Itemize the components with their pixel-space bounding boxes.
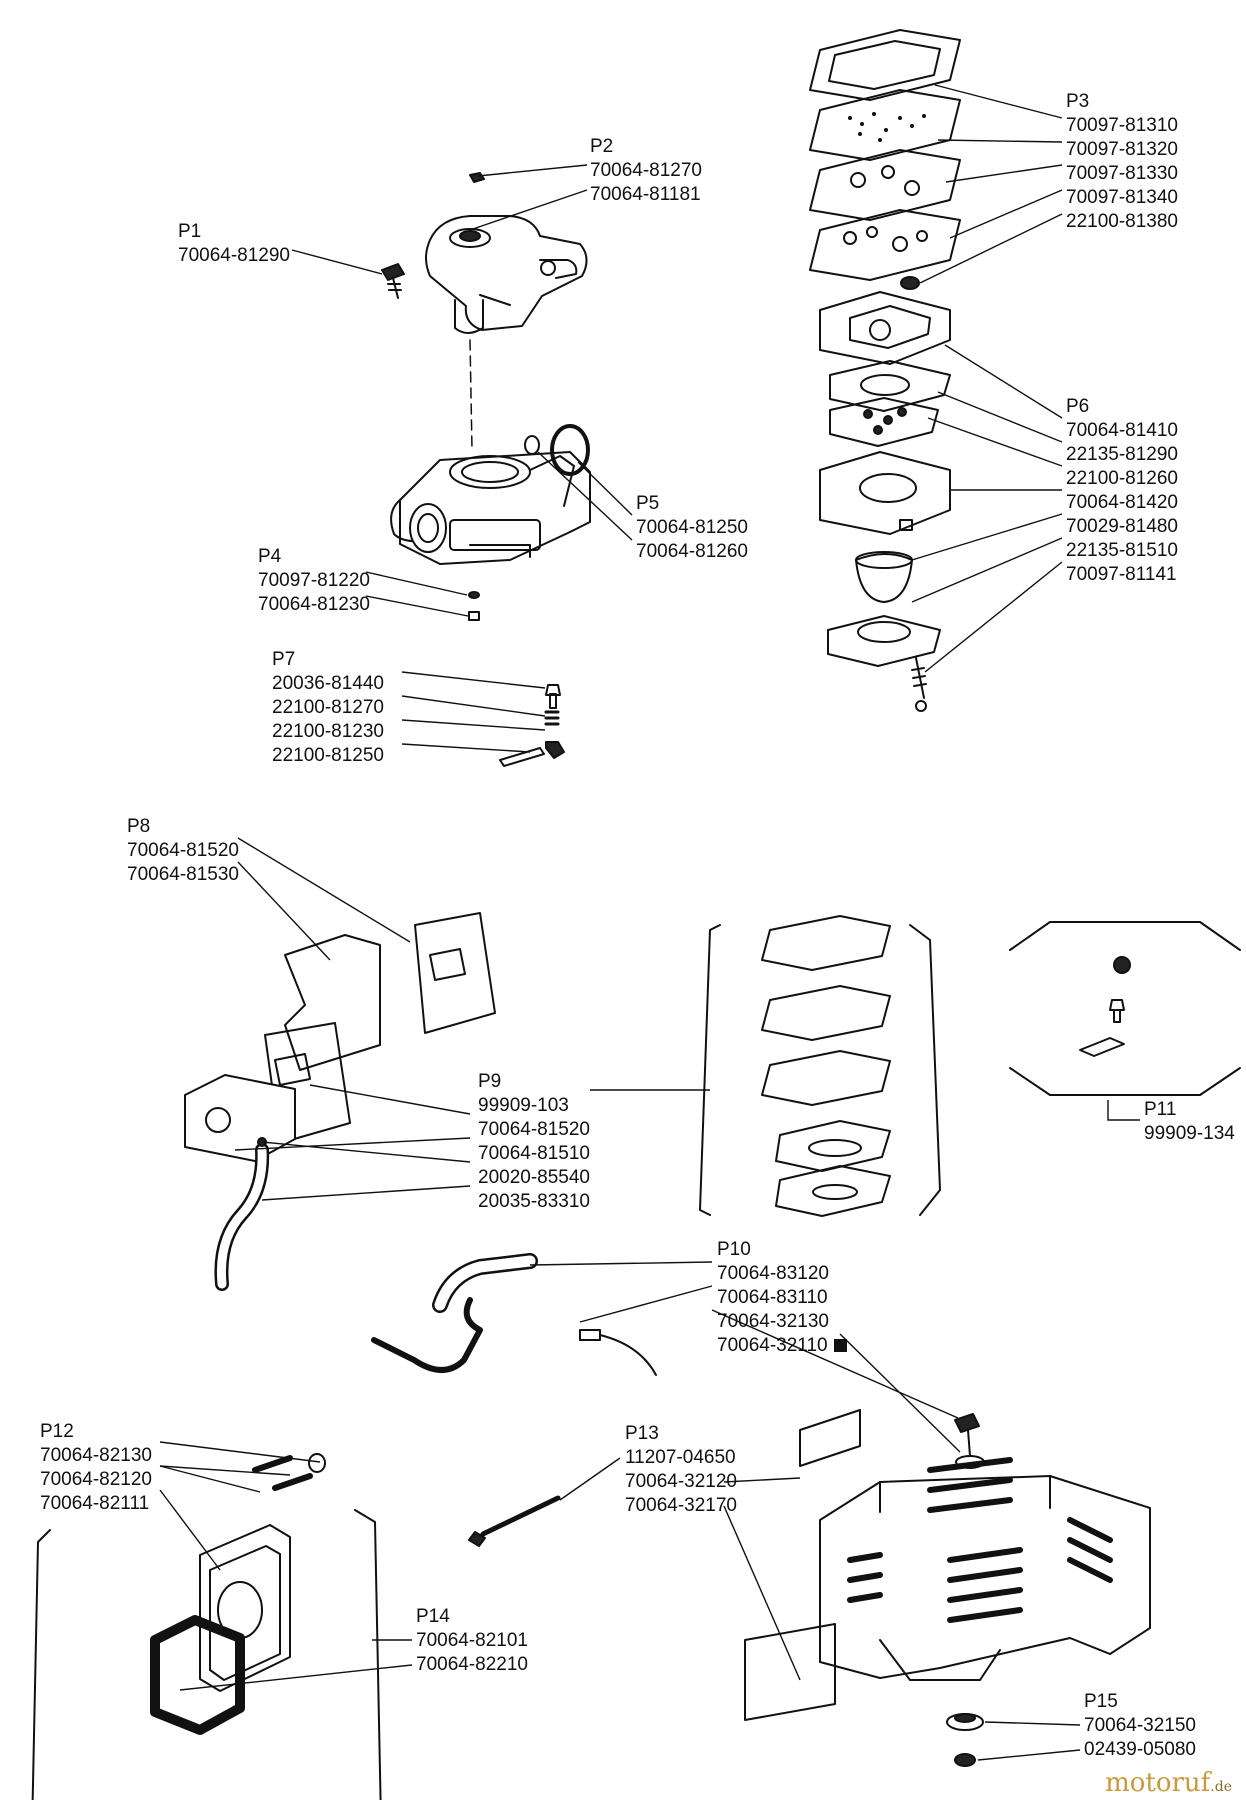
group-p2: P2 70064-81270 70064-81181: [590, 135, 702, 207]
group-p15: P15 70064-32150 02439-05080: [1084, 1690, 1196, 1762]
part-number: 70064-81420: [1066, 492, 1178, 513]
group-id: P13: [625, 1423, 659, 1444]
needle-set-p7: [499, 684, 565, 767]
group-p9: P9 99909-103 70064-81520 70064-81510 200…: [478, 1070, 590, 1214]
part-number: 70064-32170: [625, 1495, 737, 1516]
part-number: 70064-81181: [590, 184, 701, 205]
group-p3: P3 70097-81310 70097-81320 70097-81330 7…: [1066, 90, 1178, 234]
group-p4: P4 70097-81220 70064-81230: [258, 545, 370, 617]
gasket-stack-p3: [809, 29, 961, 290]
group-p8: P8 70064-81520 70064-81530: [127, 815, 239, 887]
part-number: 22135-81290: [1066, 444, 1178, 465]
group-p10: P10 70064-83120 70064-83110 70064-32130 …: [717, 1238, 847, 1358]
part-number: 70064-81260: [636, 541, 748, 562]
part-number: 22100-81380: [1066, 211, 1178, 232]
part-number: 70064-32120: [625, 1471, 737, 1492]
washer-p4: [468, 591, 480, 621]
part-number: 70064-81410: [1066, 420, 1178, 441]
group-id: P15: [1084, 1691, 1118, 1712]
bolt-p13: [468, 1495, 561, 1547]
part-number: 70064-32110: [717, 1335, 828, 1356]
part-number: 20036-81440: [272, 673, 384, 694]
part-number: 70064-82210: [416, 1654, 528, 1675]
group-id: P1: [178, 221, 202, 242]
group-id: P9: [478, 1071, 502, 1092]
part-number: 22100-81230: [272, 721, 384, 742]
group-p1: P1 70064-81290: [178, 220, 290, 268]
carburetor-body: [390, 451, 591, 565]
grommet-p15: [946, 1713, 984, 1767]
part-number: 70097-81141: [1066, 564, 1177, 585]
decal-labels: [744, 1409, 861, 1721]
part-number: 99909-134: [1144, 1123, 1235, 1144]
part-number: 70064-81250: [636, 517, 748, 538]
leader-lines: [159, 84, 1140, 1761]
part-number: 02439-05080: [1084, 1739, 1196, 1760]
marker-square-icon: [833, 1339, 847, 1352]
part-number: 70097-81310: [1066, 115, 1178, 136]
part-number: 70064-83110: [717, 1287, 828, 1308]
part-number: 70064-82101: [416, 1630, 528, 1651]
part-number: 99909-103: [478, 1095, 569, 1116]
group-p6: P6 70064-81410 22135-81290 22100-81260 7…: [1066, 395, 1178, 587]
part-number: 70064-82111: [40, 1493, 150, 1514]
part-number: 20020-85540: [478, 1167, 590, 1188]
group-p12: P12 70064-82130 70064-82120 70064-82111: [40, 1420, 152, 1516]
air-cleaner-p12-p14: [31, 1453, 382, 1800]
group-id: P14: [416, 1606, 450, 1627]
part-number: 70064-81270: [590, 160, 702, 181]
part-number: 70064-82130: [40, 1445, 152, 1466]
part-number: 70064-81520: [478, 1119, 590, 1140]
group-id: P8: [127, 816, 151, 837]
part-number: 22100-81270: [272, 697, 384, 718]
screw-p1: [381, 263, 405, 299]
group-p13: P13 11207-04650 70064-32120 70064-32170: [625, 1422, 737, 1518]
part-number: 70097-81320: [1066, 139, 1178, 160]
group-id: P6: [1066, 396, 1090, 417]
part-number: 70064-81290: [178, 245, 290, 266]
repair-kit-p9: [699, 915, 941, 1217]
group-id: P2: [590, 136, 614, 157]
part-number: 70097-81330: [1066, 163, 1178, 184]
part-number: 70064-81510: [478, 1143, 590, 1164]
group-p11: P11 99909-134: [1144, 1098, 1235, 1146]
nut-p2: [469, 172, 485, 183]
group-p7: P7 20036-81440 22100-81270 22100-81230 2…: [272, 648, 384, 768]
group-id: P12: [40, 1421, 74, 1442]
part-number: 22100-81250: [272, 745, 384, 766]
part-number: 70097-81340: [1066, 187, 1178, 208]
part-number: 11207-04650: [625, 1447, 736, 1468]
part-number: 70064-82120: [40, 1469, 152, 1490]
part-number: 70064-81530: [127, 864, 239, 885]
pump-body-p6: [819, 291, 951, 712]
group-id: P3: [1066, 91, 1090, 112]
insulator-block: [184, 1074, 296, 1162]
part-number: 70097-81220: [258, 570, 370, 591]
fuel-pipe: [214, 1137, 270, 1291]
part-number: 70064-32150: [1084, 1715, 1196, 1736]
part-number: 70064-81520: [127, 840, 239, 861]
kit-p11: [1009, 921, 1241, 1096]
part-number: 20035-83310: [478, 1191, 590, 1212]
gasket-p5: [524, 424, 590, 476]
part-number: 70064-83120: [717, 1263, 829, 1284]
engine-cover-p15: [819, 1413, 1151, 1681]
watermark-logo: motoruf.de: [1105, 1768, 1232, 1798]
group-id: P11: [1144, 1099, 1177, 1120]
part-number: 22100-81260: [1066, 468, 1178, 489]
group-id: P5: [636, 493, 660, 514]
gasket-p8-plate: [284, 912, 496, 1071]
group-id: P4: [258, 546, 282, 567]
group-id: P7: [272, 649, 296, 670]
part-number: 70064-32130: [717, 1311, 829, 1332]
part-number: 70064-81230: [258, 594, 370, 615]
group-p5: P5 70064-81250 70064-81260: [636, 492, 748, 564]
part-number: 22135-81510: [1066, 540, 1178, 561]
part-number: 70029-81480: [1066, 516, 1178, 537]
fuel-tubes-p10: [371, 1253, 657, 1376]
group-id: P10: [717, 1239, 751, 1260]
throttle-lever-assembly: [425, 215, 588, 334]
group-p14: P14 70064-82101 70064-82210: [416, 1605, 528, 1677]
